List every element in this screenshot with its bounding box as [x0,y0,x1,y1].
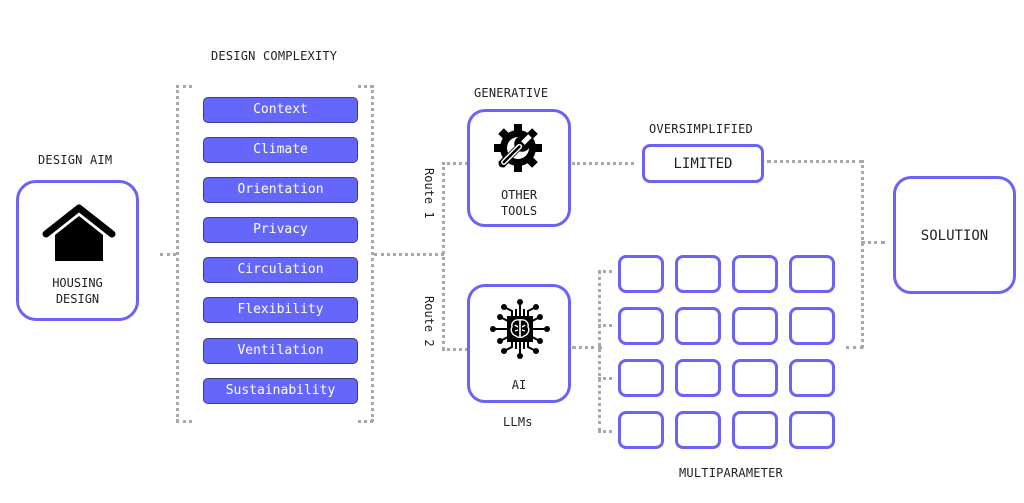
design-aim-label-line2: DESIGN [55,292,100,306]
complexity-item: Context [203,97,358,123]
solution-label: SOLUTION [920,228,989,244]
connector [767,160,863,163]
route1-label: Route 1 [422,168,436,219]
bracket-right-top [358,85,373,88]
llms-label: LLMs [503,415,533,429]
grid-cell [618,307,664,345]
grid-row-connector [598,270,612,273]
design-aim-label-line1: HOUSING [52,276,103,290]
grid-cell [732,307,778,345]
grid-cell [618,411,664,449]
route-split-connector [442,162,445,350]
grid-cell [789,255,835,293]
grid-row-connector [598,377,612,380]
generative-title: GENERATIVE [474,86,549,100]
grid-cell [675,307,721,345]
solution-connector [861,241,885,244]
connector [374,253,444,256]
grid-in-connector [598,270,601,432]
other-tools-label-line1: OTHER [500,188,538,202]
complexity-item: Climate [203,137,358,163]
grid-out-connector [846,346,863,349]
solution-card: SOLUTION [893,176,1016,294]
grid-cell [789,411,835,449]
ai-chip-brain-icon [490,299,550,359]
multiparameter-title: MULTIPARAMETER [679,466,783,480]
grid-cell [675,255,721,293]
connector [160,253,176,256]
limited-box: LIMITED [642,144,764,183]
house-icon [42,204,116,261]
gear-wrench-icon [494,124,542,172]
grid-row-connector [598,430,612,433]
grid-row-connector [598,324,612,327]
bracket-left-top [176,85,192,88]
ai-label: AI [511,378,527,392]
grid-cell [675,359,721,397]
bracket-right [371,85,374,422]
bracket-left [176,85,179,422]
grid-cell [732,359,778,397]
bracket-right-bottom [358,420,373,423]
design-aim-title: DESIGN AIM [38,153,113,167]
design-aim-card: HOUSING DESIGN [16,180,139,321]
grid-cell [618,359,664,397]
design-complexity-title: DESIGN COMPLEXITY [211,49,338,63]
oversimplified-title: OVERSIMPLIFIED [649,122,753,136]
connector [572,346,602,349]
complexity-item: Orientation [203,177,358,203]
complexity-item: Circulation [203,257,358,283]
other-tools-card: OTHER TOOLS [467,109,571,227]
merge-connector [861,160,864,348]
complexity-item: Privacy [203,217,358,243]
grid-cell [789,307,835,345]
complexity-item: Ventilation [203,338,358,364]
ai-card: AI [467,284,571,403]
other-tools-label-line2: TOOLS [500,204,538,218]
complexity-item: Sustainability [203,378,358,404]
route1-connector [442,162,468,165]
grid-cell [732,411,778,449]
grid-cell [789,359,835,397]
limited-label: LIMITED [673,156,733,172]
route2-label: Route 2 [422,296,436,347]
grid-cell [675,411,721,449]
complexity-item: Flexibility [203,297,358,323]
connector [572,162,634,165]
bracket-left-bottom [176,420,192,423]
grid-cell [732,255,778,293]
route2-connector [442,348,468,351]
grid-cell [618,255,664,293]
